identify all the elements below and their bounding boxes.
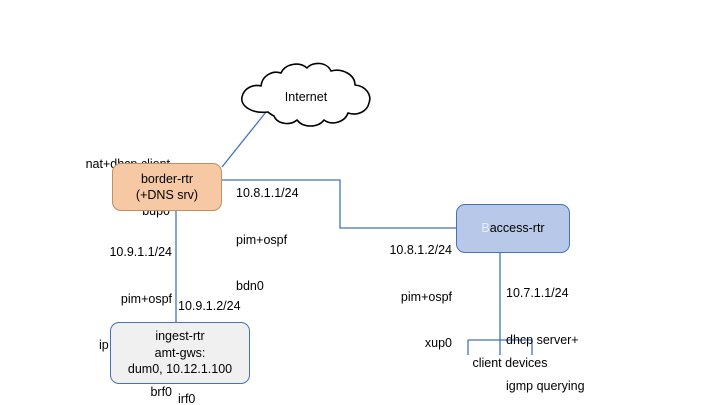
interface-irf0-line1: 10.9.1.2/24: [178, 299, 241, 313]
node-access-rtr-label: access-rtr: [489, 221, 545, 236]
node-border-rtr-line2: (+DNS srv): [135, 188, 199, 202]
interface-label-bdn0: 10.8.1.1/24 pim+ospf bdn0: [236, 155, 366, 326]
interface-bdn0-line2: pim+ospf: [236, 232, 288, 247]
interface-bdn0-line3: bdn0: [236, 279, 264, 293]
interface-xup0-line2: pim+ospf: [400, 289, 452, 304]
interface-bdn0-line1: 10.8.1.1/24: [236, 186, 299, 200]
interface-xup0-line1: 10.8.1.2/24: [389, 243, 452, 257]
node-ingest-rtr-line2: amt-gws:: [154, 345, 206, 360]
interface-label-xup0: 10.8.1.2/24 pim+ospf xup0: [318, 212, 452, 383]
cloud-shape: [241, 62, 371, 127]
node-border-rtr-line1: border-rtr: [140, 171, 194, 186]
interface-xdn0-line2: dhcp server+: [506, 332, 579, 347]
node-ingest-rtr-line1: ingest-rtr: [155, 329, 205, 344]
interface-irf0-line3: irf0: [178, 392, 196, 405]
interface-label-xdn0: 10.7.1.1/24 dhcp server+ igmp querying x…: [506, 255, 656, 405]
node-ingest-rtr-line3: dum0, 10.12.1.100: [127, 362, 233, 377]
internet-cloud-label: Internet: [284, 90, 328, 104]
interface-xup0-line3: xup0: [424, 336, 452, 350]
interface-xdn0-line1: 10.7.1.1/24: [506, 286, 569, 300]
interface-brf0-line2: pim+ospf: [120, 291, 172, 306]
node-access-rtr-label-row: Baccess-rtr: [481, 220, 544, 237]
node-access-rtr-ghost-prefix: B: [481, 221, 490, 236]
interface-brf0-line1: 10.9.1.1/24: [109, 245, 172, 259]
client-devices-label: client devices: [472, 356, 548, 370]
interface-brf0-line4: brf0: [150, 384, 172, 399]
node-access-rtr[interactable]: Baccess-rtr: [456, 204, 570, 253]
node-border-rtr[interactable]: border-rtr (+DNS srv): [112, 163, 222, 211]
node-ingest-rtr[interactable]: ingest-rtr amt-gws: dum0, 10.12.1.100: [110, 322, 250, 384]
interface-xdn0-line3: igmp querying: [506, 379, 585, 393]
wire-border-to-access: [222, 179, 456, 229]
wire-border-to-internet: [221, 111, 267, 168]
